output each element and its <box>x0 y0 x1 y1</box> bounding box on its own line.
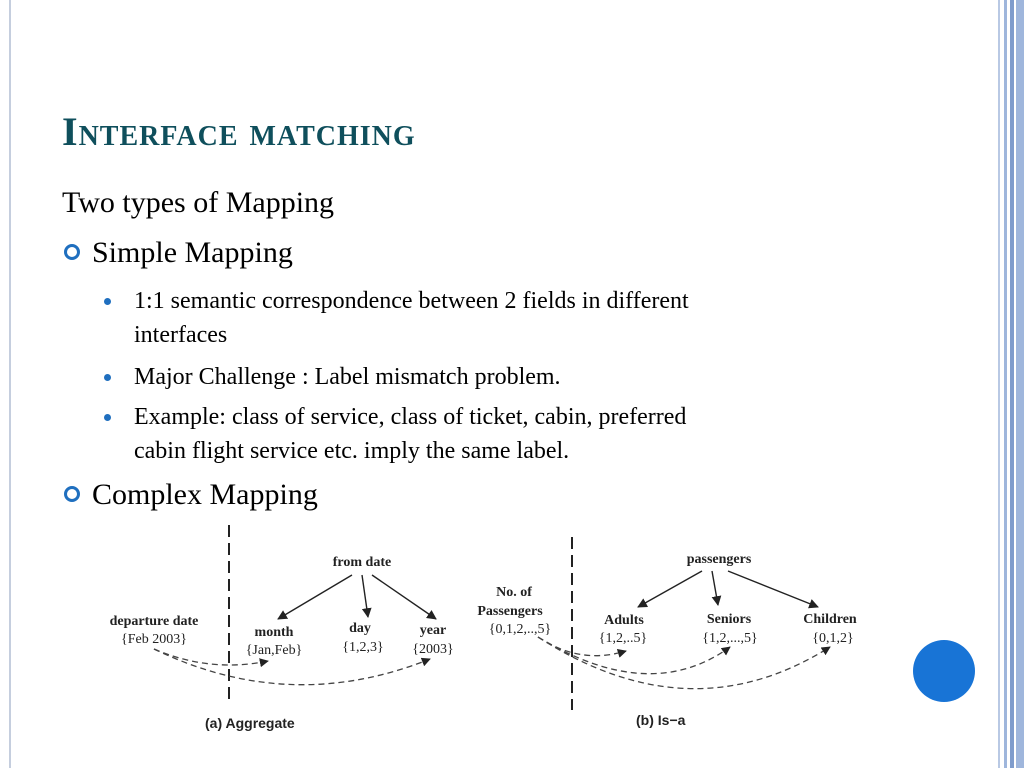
isa-child-label: Children <box>803 612 857 627</box>
isa-child-label: Seniors <box>707 612 752 627</box>
mapping-arrow <box>537 636 731 675</box>
simple-mapping-label: Simple Mapping <box>92 236 293 269</box>
mapping-diagram: from date departure date {Feb 2003} mont… <box>110 525 857 731</box>
isa-caption: (b) Is−a <box>636 712 686 728</box>
aggregate-source-value: {Feb 2003} <box>121 632 187 647</box>
tree-edge <box>637 570 703 608</box>
aggregate-child-value: {Jan,Feb} <box>246 643 303 658</box>
intro-text: Two types of Mapping <box>62 186 335 219</box>
bullet-item: Example: class of service, class of tick… <box>104 400 904 468</box>
isa-child-label: Adults <box>604 613 644 628</box>
aggregate-caption: (a) Aggregate <box>205 715 295 731</box>
mapping-arrow <box>153 648 431 686</box>
complex-mapping-label: Complex Mapping <box>92 478 318 511</box>
dot-bullet-icon <box>104 414 111 421</box>
bullet-line: 1:1 semantic correspondence between 2 fi… <box>134 288 689 314</box>
tree-edge <box>371 574 437 620</box>
bullet-line: Example: class of service, class of tick… <box>134 404 687 430</box>
ring-bullet-icon <box>64 486 80 503</box>
mapping-arrow <box>537 636 627 658</box>
aggregate-root-label: from date <box>333 555 391 570</box>
aggregate-child-value: {1,2,3} <box>342 640 383 655</box>
bullet-item: 1:1 semantic correspondence between 2 fi… <box>104 284 904 352</box>
bullet-line: interfaces <box>134 322 228 348</box>
right-border-stripes <box>976 0 1024 768</box>
left-border <box>0 0 11 768</box>
isa-child-value: {1,2,..5} <box>599 631 647 646</box>
dot-bullet-icon <box>104 298 111 305</box>
isa-source-value: {0,1,2,..,5} <box>489 622 551 637</box>
isa-source-label: No. of <box>496 585 532 600</box>
isa-source-label: Passengers <box>477 604 543 619</box>
aggregate-child-label: month <box>255 625 294 640</box>
mapping-arrow <box>537 636 831 690</box>
mapping-arrow <box>153 648 269 668</box>
tree-edge <box>727 570 819 609</box>
bullet-line: cabin flight service etc. imply the same… <box>134 438 570 464</box>
aggregate-child-label: year <box>420 623 446 638</box>
bullet-line: Major Challenge : Label mismatch problem… <box>134 364 561 390</box>
tree-edge <box>711 570 722 606</box>
isa-child-value: {0,1,2} <box>812 631 853 646</box>
tree-edge <box>277 574 353 620</box>
bullet-item: Major Challenge : Label mismatch problem… <box>104 360 904 394</box>
aggregate-child-label: day <box>349 621 371 636</box>
aggregate-child-value: {2003} <box>412 642 453 657</box>
isa-root-label: passengers <box>687 552 752 567</box>
isa-child-value: {1,2,...,5} <box>702 631 757 646</box>
decorative-circle <box>913 640 975 702</box>
complex-mapping-heading: Complex Mapping <box>64 478 318 512</box>
tree-edge <box>361 574 372 618</box>
slide-title: Interface matching <box>62 109 416 154</box>
dot-bullet-icon <box>104 374 111 381</box>
aggregate-source-label: departure date <box>110 614 199 629</box>
ring-bullet-icon <box>64 244 80 261</box>
simple-mapping-heading: Simple Mapping <box>64 236 293 270</box>
